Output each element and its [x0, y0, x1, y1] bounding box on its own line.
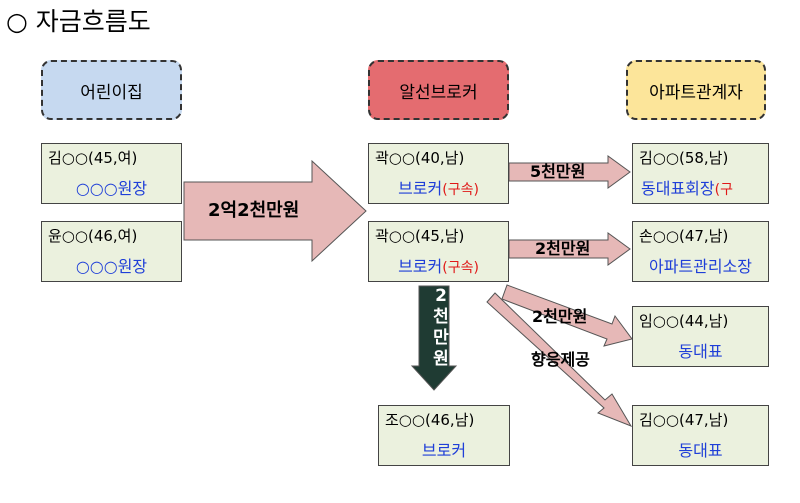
box-person: 조○○(46,남) — [385, 411, 475, 429]
flow-label-char: 2 — [435, 286, 447, 306]
box-kwak45: 곽○○(45,남) 브로커(구속) — [368, 221, 509, 282]
arrow-to-son47 — [508, 232, 631, 266]
flow-label-char: 천 — [433, 307, 449, 327]
box-son47: 손○○(47,남) 아파트관리소장 — [632, 221, 769, 282]
header-apt-label: 아파트관계자 — [649, 82, 743, 103]
arrow-main — [183, 159, 367, 263]
box-kim58: 김○○(58,남) 동대표회장(구 — [632, 143, 769, 204]
arrow-to-kim58 — [508, 155, 631, 189]
header-broker: 알선브로커 — [368, 60, 509, 120]
box-role-name: 동대표회장 — [641, 179, 715, 198]
box-yoon46: 윤○○(46,여) ○○○원장 — [41, 221, 182, 282]
header-daycare-label: 어린이집 — [80, 82, 143, 103]
flow-label-to-lim44: 2천만원 — [532, 307, 588, 326]
box-kim45: 김○○(45,여) ○○○원장 — [41, 143, 182, 204]
box-role: 브로커(구속) — [369, 253, 508, 277]
box-role-name: 브로커 — [398, 179, 443, 198]
box-role: 동대표 — [678, 342, 723, 361]
box-role: 브로커(구속) — [369, 175, 508, 199]
box-role-name: 브로커 — [398, 257, 443, 276]
header-daycare: 어린이집 — [41, 60, 182, 120]
box-role: 동대표회장(구 — [641, 175, 768, 199]
arrest-tag: (구속) — [442, 260, 479, 276]
flow-label-to-kim58: 5천만원 — [530, 162, 586, 181]
box-person: 곽○○(45,남) — [375, 227, 465, 245]
box-person: 김○○(47,남) — [639, 411, 729, 429]
box-role: ○○○원장 — [75, 257, 148, 276]
box-kim47: 김○○(47,남) 동대표 — [632, 405, 769, 466]
arrow-to-jo46 — [410, 285, 458, 391]
arrest-tag: (구속) — [442, 182, 479, 198]
box-lim44: 임○○(44,남) 동대표 — [632, 306, 769, 367]
box-role: ○○○원장 — [75, 179, 148, 198]
arrow-to-kim47 — [486, 292, 633, 428]
box-person: 김○○(45,여) — [48, 149, 138, 167]
box-person: 손○○(47,남) — [639, 227, 729, 245]
flow-label-char: 원 — [433, 349, 449, 369]
page-title: ○ 자금흐름도 — [6, 7, 151, 36]
flow-label-to-kim47: 향응제공 — [531, 350, 590, 369]
flow-label-to-son47: 2천만원 — [535, 239, 591, 258]
box-person: 김○○(58,남) — [639, 149, 729, 167]
box-kwak40: 곽○○(40,남) 브로커(구속) — [368, 143, 509, 204]
box-role: 아파트관리소장 — [648, 257, 753, 276]
flow-label-main: 2억2천만원 — [208, 200, 300, 221]
box-jo46: 조○○(46,남) 브로커 — [378, 405, 510, 466]
flow-label-to-jo46: 2 천 만 원 — [428, 286, 454, 370]
box-person: 곽○○(40,남) — [375, 149, 465, 167]
arrow-to-lim44 — [501, 284, 633, 347]
box-role: 브로커 — [421, 441, 467, 460]
flow-label-char: 만 — [433, 328, 449, 348]
header-apt: 아파트관계자 — [626, 60, 766, 120]
box-role: 동대표 — [678, 441, 723, 460]
box-person: 임○○(44,남) — [639, 312, 729, 330]
arrest-tag: (구 — [714, 182, 733, 198]
header-broker-label: 알선브로커 — [399, 82, 478, 103]
box-person: 윤○○(46,여) — [48, 227, 138, 245]
